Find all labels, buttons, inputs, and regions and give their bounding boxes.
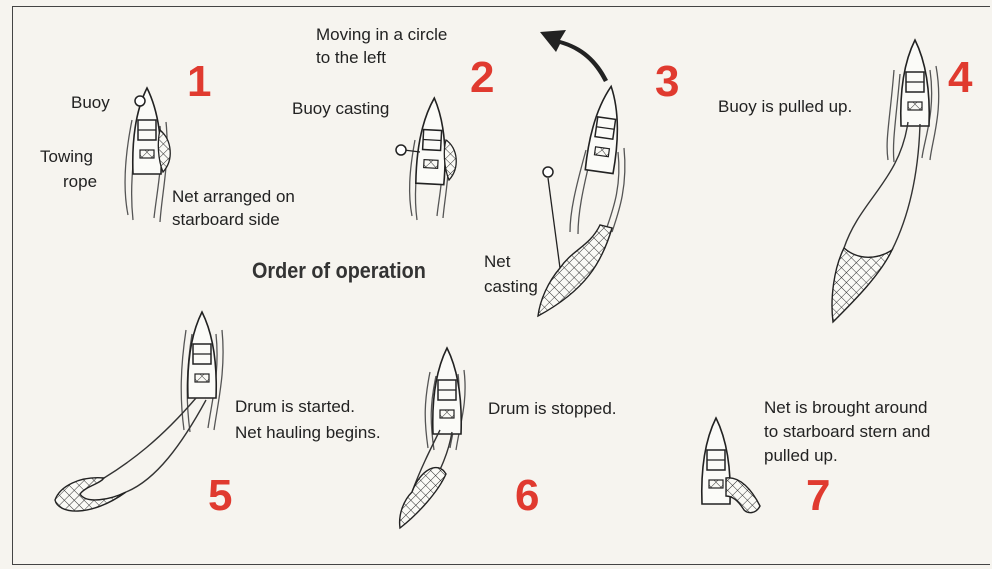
step-number-2: 2	[470, 56, 494, 100]
circle-arrow-icon	[540, 30, 608, 82]
net-line	[844, 122, 920, 250]
boat-icon	[433, 348, 461, 434]
page-title: Order of operation	[252, 258, 426, 284]
step-5-illustration	[55, 312, 223, 511]
label-buoy-casting: Buoy casting	[292, 98, 389, 119]
label-buoy-pulled-up: Buoy is pulled up.	[718, 96, 852, 117]
net-line	[104, 398, 206, 492]
label-buoy: Buoy	[71, 92, 110, 113]
buoy-icon	[396, 145, 406, 155]
boat-icon	[416, 97, 449, 184]
label-towing: Towing	[40, 146, 93, 167]
net-bag-icon	[55, 478, 126, 511]
step-2-illustration	[396, 30, 608, 220]
buoy-icon	[135, 96, 145, 106]
net-bag-icon	[726, 478, 760, 513]
step-number-6: 6	[515, 474, 539, 518]
label-casting: casting	[484, 276, 538, 297]
step-number-5: 5	[208, 474, 232, 518]
label-net-arranged: Net arranged on	[172, 186, 295, 207]
label-starboard-stern: to starboard stern and	[764, 421, 930, 442]
step-1-illustration	[125, 88, 170, 222]
label-moving-circle: Moving in a circle	[316, 24, 447, 45]
step-7-illustration	[702, 418, 760, 513]
step-number-7: 7	[806, 474, 830, 518]
label-net-brought-around: Net is brought around	[764, 397, 928, 418]
net-bag-icon	[400, 468, 446, 528]
label-pulled-up: pulled up.	[764, 445, 838, 466]
step-number-1: 1	[187, 60, 211, 104]
step-4-illustration	[832, 40, 939, 322]
step-6-illustration	[400, 348, 465, 528]
label-drum-started: Drum is started.	[235, 396, 355, 417]
boat-icon	[188, 312, 216, 398]
boat-icon	[901, 40, 929, 126]
label-starboard-side: starboard side	[172, 209, 280, 230]
step-number-3: 3	[655, 60, 679, 104]
step-number-4: 4	[948, 56, 972, 100]
net-bag-icon	[832, 248, 892, 322]
net-casting-icon	[538, 225, 612, 316]
label-drum-stopped: Drum is stopped.	[488, 398, 617, 419]
step-3-illustration	[538, 84, 625, 316]
label-rope: rope	[63, 171, 97, 192]
label-net: Net	[484, 251, 510, 272]
buoy-icon	[543, 167, 553, 177]
label-to-the-left: to the left	[316, 47, 386, 68]
net-pile-icon	[444, 140, 456, 180]
label-net-hauling: Net hauling begins.	[235, 422, 381, 443]
